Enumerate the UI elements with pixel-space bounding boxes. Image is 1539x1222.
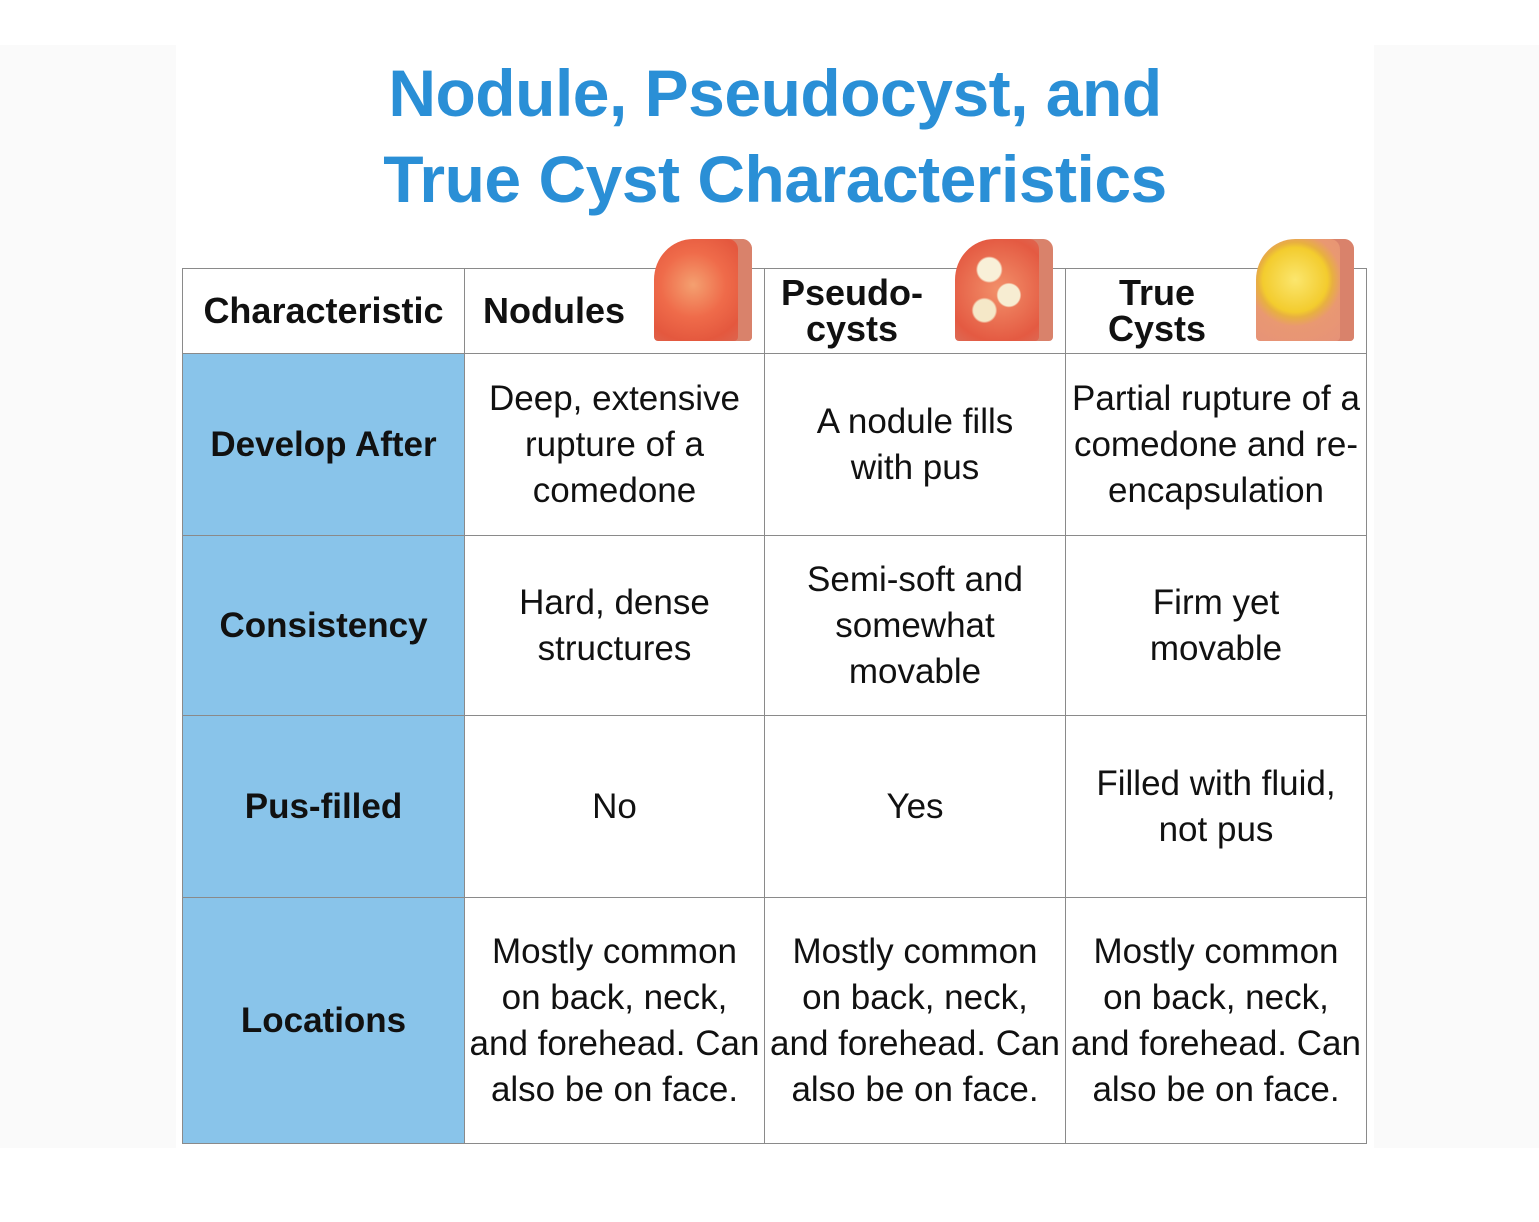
title-line-2: True Cyst Characteristics [383,142,1167,216]
table-cell: Mostly common on back, neck, and forehea… [1065,897,1367,1144]
table-cell: A nodule fills with pus [764,353,1066,536]
pseudocyst-illustration-icon [955,239,1053,341]
table-row: Pus-filled No Yes Filled with fluid, not… [182,715,1367,898]
nodule-illustration-icon [654,239,752,341]
table-cell: Partial rupture of a comedone and re-enc… [1065,353,1367,536]
table-cell: Deep, extensive rupture of a comedone [464,353,765,536]
page-title: Nodule, Pseudocyst, and True Cyst Charac… [176,50,1374,222]
table-cell: Semi-soft and somewhat movable [764,535,1066,716]
title-line-1: Nodule, Pseudocyst, and [388,56,1162,130]
header-nodules: Nodules [464,239,765,354]
table-cell: No [464,715,765,898]
table-row: Consistency Hard, dense structures Semi-… [182,535,1367,716]
header-characteristic: Characteristic [182,268,465,354]
table-cell: Firm yet movable [1065,535,1367,716]
header-true-cysts: True Cysts [1065,239,1367,354]
header-row: Characteristic Nodules Pseudo- cysts Tru… [182,239,1367,354]
row-label: Pus-filled [182,715,465,898]
table-row: Locations Mostly common on back, neck, a… [182,897,1367,1144]
table-cell: Mostly common on back, neck, and forehea… [764,897,1066,1144]
row-label: Consistency [182,535,465,716]
characteristics-table: Characteristic Nodules Pseudo- cysts Tru… [182,239,1367,1144]
row-label: Develop After [182,353,465,536]
header-pseudocysts: Pseudo- cysts [764,239,1066,354]
table-row: Develop After Deep, extensive rupture of… [182,353,1367,536]
true-cyst-illustration-icon [1256,239,1354,341]
table-cell: Yes [764,715,1066,898]
table-cell: Mostly common on back, neck, and forehea… [464,897,765,1144]
table-cell: Filled with fluid, not pus [1065,715,1367,898]
table-cell: Hard, dense structures [464,535,765,716]
row-label: Locations [182,897,465,1144]
